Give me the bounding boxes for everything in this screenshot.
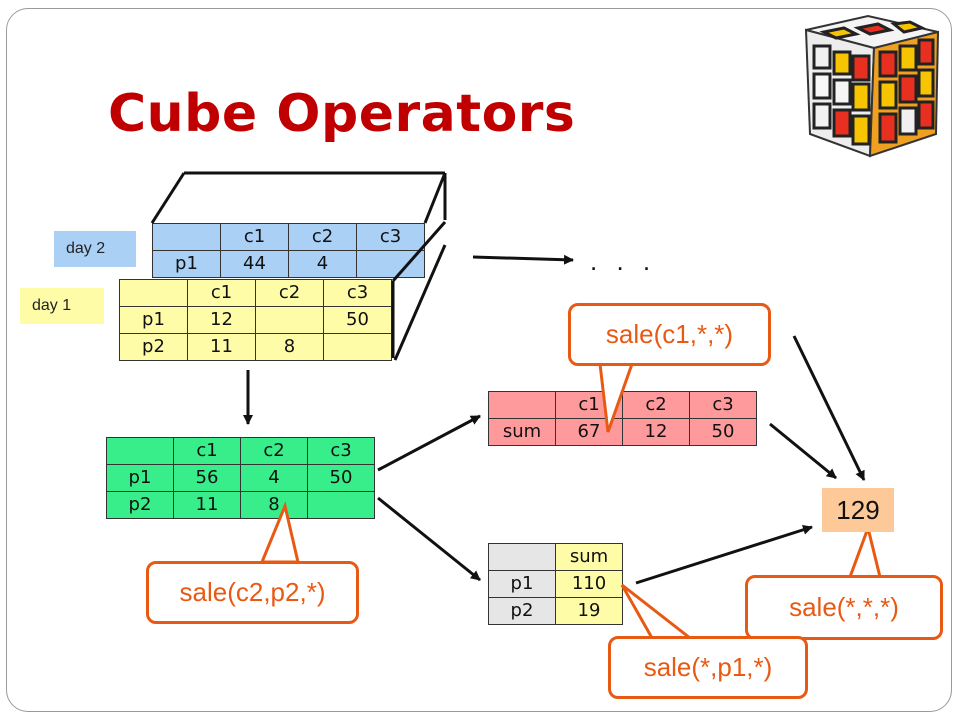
table-cell: 50 <box>689 418 757 446</box>
table-cell: 44 <box>220 250 289 278</box>
table-cell <box>323 333 392 361</box>
table-header-row: sum <box>488 543 623 571</box>
arrow-to-c-table <box>377 414 481 472</box>
table-cell: 12 <box>622 418 690 446</box>
table-cell <box>356 250 425 278</box>
table-header-cell: c2 <box>288 223 357 251</box>
table-row-label: p1 <box>119 306 188 334</box>
callout-sale-c2-p2: sale(c2,p2,*) <box>146 561 359 624</box>
table-header-cell: c2 <box>622 391 690 419</box>
table-cell <box>255 306 324 334</box>
table-header-cell: c3 <box>689 391 757 419</box>
rubiks-cube-icon <box>804 14 940 158</box>
table-row-label: p1 <box>152 250 221 278</box>
table-header-cell <box>119 279 188 307</box>
table-header-cell <box>488 543 556 571</box>
table-cell: 8 <box>240 491 308 519</box>
arrow-to-ellipsis <box>472 254 574 265</box>
table-cell: 50 <box>323 306 392 334</box>
table-header-cell: c1 <box>173 437 241 465</box>
table-row-label: p2 <box>488 597 556 625</box>
table-header-cell: c3 <box>307 437 375 465</box>
callout-pointer-c1 <box>598 362 635 433</box>
callout-pointer-all <box>847 522 882 579</box>
table-row-label: p2 <box>106 491 174 519</box>
arrow-to-p-table <box>377 496 481 582</box>
table-header-cell <box>488 391 556 419</box>
table-header-cell: c1 <box>187 279 256 307</box>
table-row-label: p1 <box>106 464 174 492</box>
day-2-label: day 2 <box>54 231 136 267</box>
table-header-cell: c3 <box>356 223 425 251</box>
more-days-ellipsis: . . . <box>590 246 657 276</box>
table-row-label: p1 <box>488 570 556 598</box>
table-header-cell: c1 <box>220 223 289 251</box>
table-cell: 19 <box>555 597 623 625</box>
grand-total-value: 129 <box>822 488 894 532</box>
day-1-label: day 1 <box>20 288 104 324</box>
table-cell <box>307 491 375 519</box>
table-cell: 8 <box>255 333 324 361</box>
table-cell: 4 <box>240 464 308 492</box>
callout-sale-all: sale(*,*,*) <box>745 575 943 640</box>
callout-sale-c1: sale(c1,*,*) <box>568 303 771 366</box>
callout-sale-p1: sale(*,p1,*) <box>608 636 808 699</box>
callout-pointer-c2p2 <box>259 501 300 564</box>
table-cell: 4 <box>288 250 357 278</box>
table-cell: 11 <box>173 491 241 519</box>
table-cell: 50 <box>307 464 375 492</box>
arrow-callout-to-result <box>792 335 866 481</box>
table-header-cell <box>106 437 174 465</box>
slide-title: Cube Operators <box>108 84 576 144</box>
table-cell: 11 <box>187 333 256 361</box>
callout-pointer-p1 <box>620 583 695 640</box>
table-row-label: p2 <box>119 333 188 361</box>
table-cell: 12 <box>187 306 256 334</box>
table-cell: 110 <box>555 570 623 598</box>
table-row-label: sum <box>488 418 556 446</box>
cube-outline <box>150 171 447 361</box>
table-header-cell: c2 <box>240 437 308 465</box>
table-header-cell: sum <box>555 543 623 571</box>
table-cell: 56 <box>173 464 241 492</box>
table-cell: 67 <box>555 418 623 446</box>
arrow-c-to-result <box>769 422 837 480</box>
table-header-cell <box>152 223 221 251</box>
arrow-p-to-result <box>635 524 813 585</box>
table-header-cell: c3 <box>323 279 392 307</box>
table-header-cell: c2 <box>255 279 324 307</box>
